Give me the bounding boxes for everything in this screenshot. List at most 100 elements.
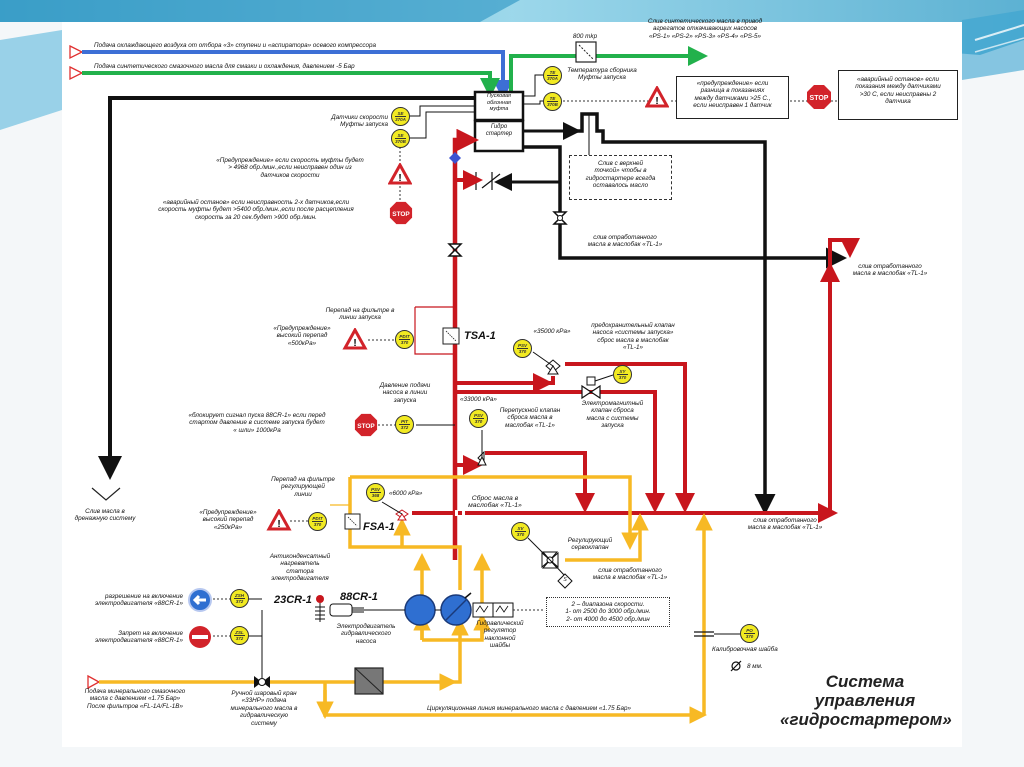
hp-main-line <box>452 128 479 560</box>
cooling-air-line <box>82 50 513 100</box>
calibration-orifice-label: Калибровочная шайба <box>712 646 778 653</box>
relief-valve-35000 <box>532 351 561 375</box>
heater-indicator <box>316 595 324 603</box>
svg-text:!: ! <box>353 338 356 349</box>
tsa-label: TSA-1 <box>464 330 496 342</box>
solenoid-s-label: S <box>563 577 567 583</box>
speed-ranges-note: 2 – диапазона скорости.1- от 2500 до 300… <box>546 597 670 627</box>
warning-icon: ! <box>342 328 368 350</box>
drain-valve-symbol <box>552 211 568 225</box>
warning-icon: ! <box>645 86 669 108</box>
synthetic-oil-return-line <box>509 46 708 92</box>
tsa-filter-symbol <box>442 327 460 345</box>
psv-33000-label: «33000 кPa» <box>460 396 497 403</box>
block-start-note: «блокирует сигнал пуска 88CR-1» если пер… <box>188 412 326 434</box>
warning-icon: ! <box>266 509 292 531</box>
speed-trip-note: «аварийный останов» если неисправность 2… <box>158 199 354 221</box>
enable-sign-icon <box>188 588 212 612</box>
svg-text:!: ! <box>655 96 658 107</box>
synthetic-oil-supply-line <box>82 71 500 98</box>
svg-text:!: ! <box>398 173 401 184</box>
orifice-label: 800 mkp <box>572 33 598 40</box>
check-valve-symbol <box>475 172 501 190</box>
synthetic-oil-label: Подача синтетического смазочного масла д… <box>94 63 355 70</box>
circulation-line-label: Циркуляционная линия минерального масла … <box>427 705 632 712</box>
high-dp-warning-250: «Предупреждение»высокий перепад«250кPa» <box>199 509 257 531</box>
psv-35000-label: «35000 кPa» <box>533 328 571 335</box>
swash-regulator-symbol <box>472 602 514 618</box>
bypass-valve-symbol <box>477 430 487 466</box>
diagram-title: Система управления «гидростартером» <box>780 672 952 729</box>
warning-icon: ! <box>388 163 412 185</box>
psv-6000-label: «6000 кPa» <box>389 490 423 497</box>
reg-line-loop <box>350 475 639 550</box>
fsa-label: FSA-1 <box>363 521 395 533</box>
ball-valve-symbol <box>254 610 270 688</box>
pump-motor <box>404 594 436 626</box>
stop-sign-icon: STOP <box>354 413 378 437</box>
stop-sign-icon: STOP <box>389 201 413 225</box>
hp-valve-symbol <box>447 243 463 257</box>
cooling-air-label: Подача охлаждающего воздуха от отбора «3… <box>94 42 376 49</box>
motor-tag: 88CR-1 <box>340 591 378 603</box>
svg-text:STOP: STOP <box>810 95 829 102</box>
high-dp-warning-500: «Предупреждение»высокий перепад«500кPa» <box>273 325 331 347</box>
motor-symbol <box>329 603 353 617</box>
orifice-symbol-top <box>575 41 597 63</box>
drain-line-top <box>98 96 475 480</box>
svg-text:!: ! <box>277 519 280 530</box>
orifice-size-label: 8 мм. <box>747 663 763 670</box>
diamond-marker <box>449 152 461 164</box>
drain-funnel <box>91 487 121 501</box>
source-marker-mineral <box>87 674 101 690</box>
orifice-size-icon <box>730 660 742 672</box>
solenoid-valve-symbol <box>581 374 614 400</box>
source-marker-synthetic <box>69 65 84 81</box>
servo-valve-symbol <box>527 537 573 589</box>
heater-tag: 23CR-1 <box>274 594 312 606</box>
no-entry-sign-icon <box>189 626 211 648</box>
source-marker-air <box>69 44 84 60</box>
